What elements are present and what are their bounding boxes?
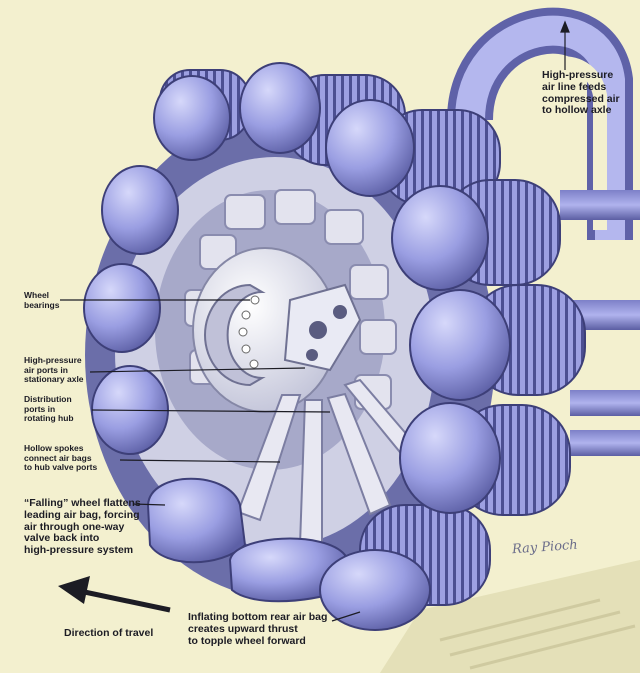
label-hollow-spokes: Hollow spokes connect air bags to hub va…: [24, 443, 98, 473]
label-air-ports: High-pressure air ports in stationary ax…: [24, 355, 84, 385]
label-air-line: High-pressure air line feeds compressed …: [542, 69, 620, 117]
label-wheel-bearings: Wheel bearings: [24, 290, 60, 310]
direction-arrow: [58, 576, 171, 613]
leader-lines: [60, 20, 570, 622]
hollow-spokes: [236, 378, 422, 546]
label-direction: Direction of travel: [64, 627, 154, 639]
label-falling-wheel: “Falling” wheel flattens leading air bag…: [24, 497, 141, 556]
ground-hatching: [439, 598, 636, 670]
hub: [192, 247, 362, 413]
label-inflating-bag: Inflating bottom rear air bag creates up…: [188, 611, 328, 647]
label-distribution-ports: Distribution ports in rotating hub: [24, 394, 74, 424]
ground-shadow: [380, 560, 640, 673]
